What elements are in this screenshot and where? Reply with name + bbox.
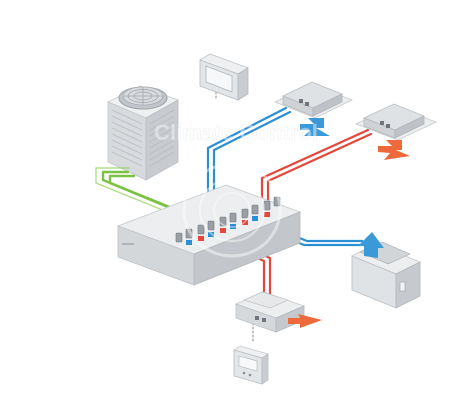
heat-airflow-arrow-icon (288, 314, 322, 328)
branch-selector-box-icon (116, 184, 302, 286)
heat-airflow-arrow-icon (378, 140, 410, 160)
remote-controller-icon (233, 345, 269, 385)
watermark: Climate Control (154, 120, 318, 258)
red-pipe-cassette (260, 128, 370, 208)
cool-airflow-arrow-icon (358, 232, 384, 258)
cool-airflow-arrow-icon (300, 118, 330, 136)
watermark-text: Climate Control (154, 120, 318, 145)
ceiling-cassette-unit-icon (354, 103, 438, 141)
outdoor-condenser-unit-icon (107, 85, 179, 181)
floor-console-unit-icon (351, 241, 421, 309)
ceiling-cassette-unit-icon (274, 81, 353, 119)
wall-thermostat-controller-icon (199, 53, 249, 101)
ducted-indoor-unit-icon (234, 291, 306, 333)
